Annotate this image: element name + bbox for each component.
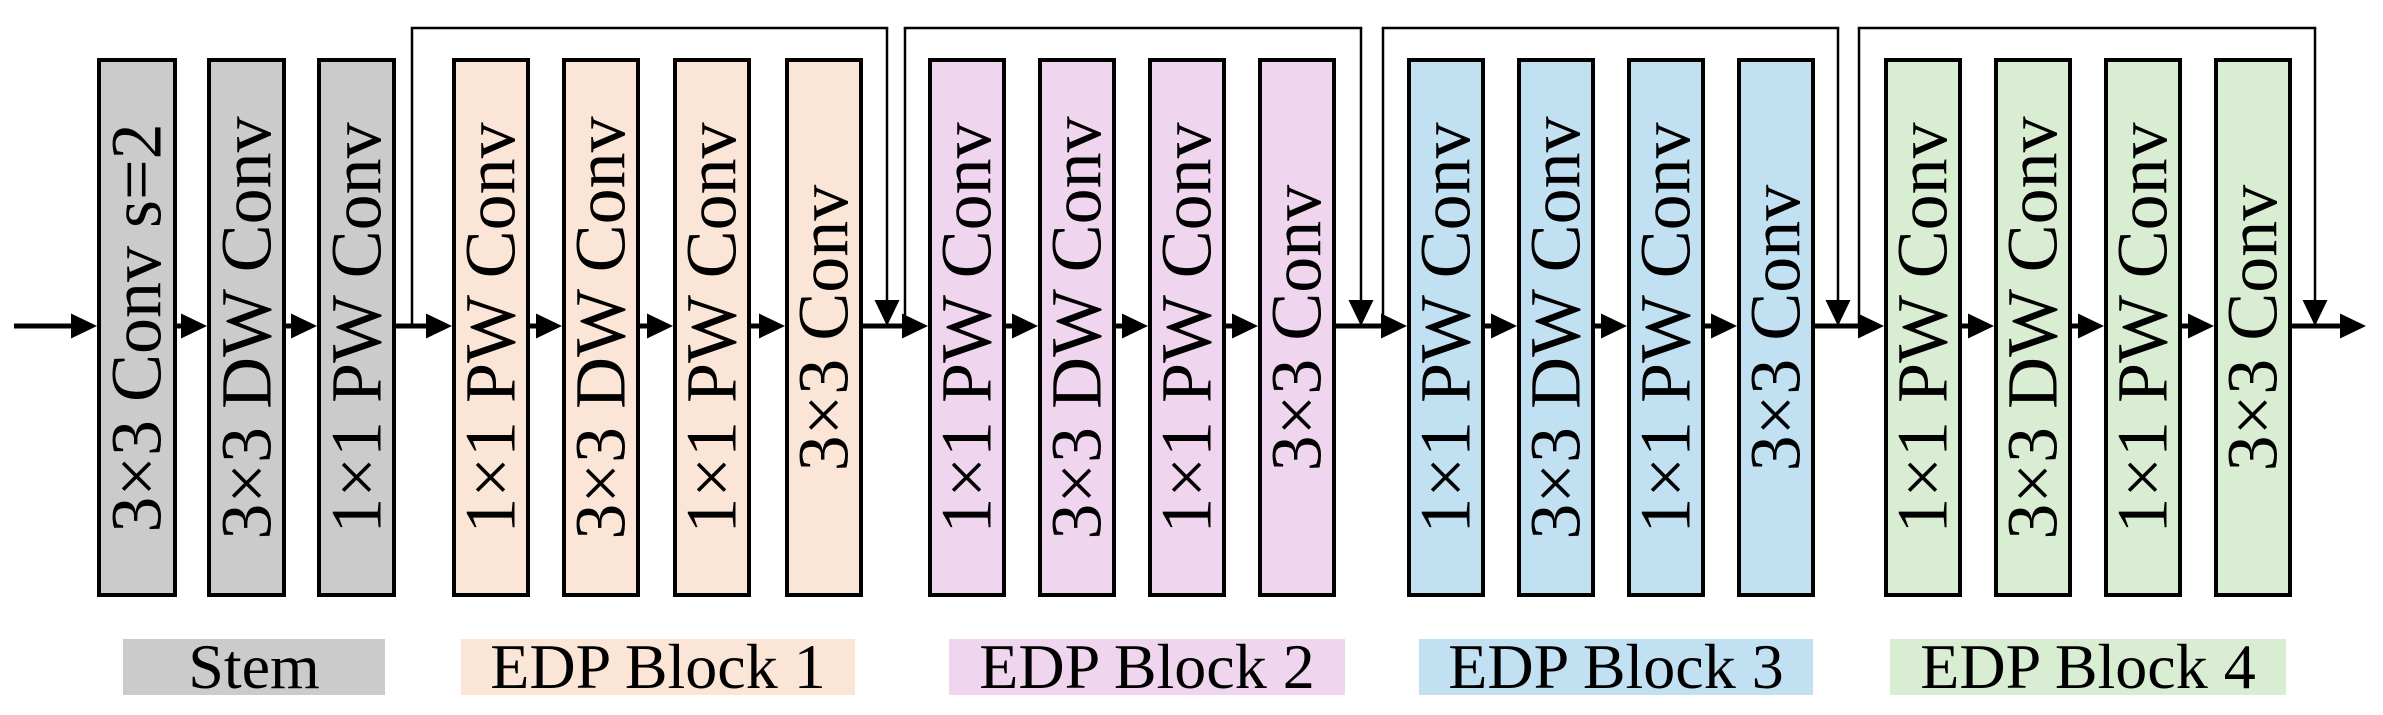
flow-arrow-head — [426, 313, 452, 339]
conv-rect-label: 1×1 PW Conv — [450, 121, 531, 534]
conv-rect-label: 1×1 PW Conv — [316, 121, 396, 534]
flow-arrow-head — [1491, 313, 1517, 339]
conv-rect-label: 3×3 DW Conv — [1515, 115, 1596, 540]
flow-arrow-head — [2188, 313, 2214, 339]
edp-block-2-conv-rect: 3×3 Conv — [1256, 58, 1337, 597]
edp-block-4-label: EDP Block 4 — [1890, 631, 2286, 702]
conv-rect-label: 1×1 PW Conv — [926, 121, 1007, 534]
skip-arrow-head — [874, 300, 900, 326]
edp-block-4-conv-rect: 3×3 DW Conv — [1992, 58, 2073, 597]
conv-rect-label: 1×1 PW Conv — [2102, 121, 2183, 534]
edp-block-1-label: EDP Block 1 — [461, 631, 855, 702]
edp-block-2-label: EDP Block 2 — [949, 631, 1345, 702]
edp-block-3-conv-rect: 1×1 PW Conv — [1625, 58, 1706, 597]
flow-arrow-head — [1381, 313, 1407, 339]
edp-block-2-conv-rect: 1×1 PW Conv — [1146, 58, 1227, 597]
conv-rect-label: 3×3 DW Conv — [1992, 115, 2073, 540]
flow-arrow-head — [1601, 313, 1627, 339]
flow-arrow-head — [2078, 313, 2104, 339]
edp-block-1-conv-rect: 1×1 PW Conv — [450, 58, 531, 597]
conv-rect-label: 3×3 DW Conv — [206, 115, 286, 540]
flow-arrow-head — [536, 313, 562, 339]
conv-rect-label: 1×1 PW Conv — [1146, 121, 1227, 534]
flow-arrow-head — [1122, 313, 1148, 339]
conv-rect-label: 1×1 PW Conv — [671, 121, 752, 534]
edp-block-2-conv-rect: 3×3 DW Conv — [1036, 58, 1117, 597]
input-arrow-head — [71, 313, 97, 339]
conv-rect-label: 1×1 PW Conv — [1625, 121, 1706, 534]
flow-arrow-head — [1968, 313, 1994, 339]
flow-arrow-head — [759, 313, 785, 339]
flow-arrow-head — [1711, 313, 1737, 339]
flow-arrow-head — [902, 313, 928, 339]
skip-arrow-head — [2302, 300, 2328, 326]
edp-block-3-conv-rect: 3×3 DW Conv — [1515, 58, 1596, 597]
conv-rect-label: 3×3 Conv — [1735, 184, 1816, 471]
edp-block-3-conv-rect: 1×1 PW Conv — [1405, 58, 1486, 597]
flow-arrow-head — [1012, 313, 1038, 339]
skip-arrow-head — [1348, 300, 1374, 326]
edp-block-3-label: EDP Block 3 — [1419, 631, 1813, 702]
skip-arrow-head — [1825, 300, 1851, 326]
edp-block-3-conv-rect: 3×3 Conv — [1735, 58, 1816, 597]
edp-block-1-conv-rect: 1×1 PW Conv — [671, 58, 752, 597]
flow-arrow-head — [647, 313, 673, 339]
edp-block-4-conv-rect: 3×3 Conv — [2212, 58, 2293, 597]
output-arrow-head — [2340, 313, 2366, 339]
stem-label: Stem — [123, 631, 385, 702]
conv-rect-label: 3×3 DW Conv — [560, 115, 641, 540]
flow-arrow-head — [1232, 313, 1258, 339]
flow-arrow-head — [291, 313, 317, 339]
conv-rect-label: 3×3 Conv s=2 — [96, 122, 177, 533]
conv-rect-label: 1×1 PW Conv — [1405, 121, 1486, 534]
flow-arrow-head — [1858, 313, 1884, 339]
conv-rect-label: 3×3 Conv — [1256, 184, 1337, 471]
conv-rect-label: 3×3 Conv — [783, 184, 864, 471]
stem-conv-rect: 1×1 PW Conv — [316, 58, 396, 597]
stem-conv-rect: 3×3 Conv s=2 — [97, 58, 177, 597]
conv-rect-label: 3×3 DW Conv — [1036, 115, 1117, 540]
edp-block-4-conv-rect: 1×1 PW Conv — [2102, 58, 2183, 597]
stem-conv-rect: 3×3 DW Conv — [206, 58, 286, 597]
flow-arrow-head — [181, 313, 207, 339]
edp-block-4-conv-rect: 1×1 PW Conv — [1882, 58, 1963, 597]
edp-block-1-conv-rect: 3×3 DW Conv — [560, 58, 641, 597]
edp-block-2-conv-rect: 1×1 PW Conv — [926, 58, 1007, 597]
conv-rect-label: 1×1 PW Conv — [1882, 121, 1963, 534]
edp-block-1-conv-rect: 3×3 Conv — [783, 58, 864, 597]
conv-rect-label: 3×3 Conv — [2212, 184, 2293, 471]
